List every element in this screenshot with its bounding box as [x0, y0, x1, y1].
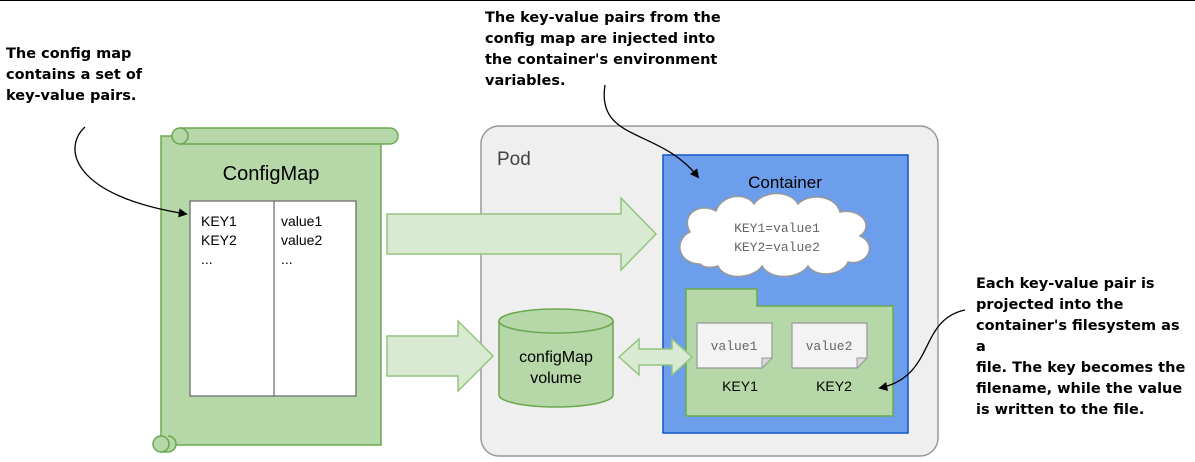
configmap-key: ...: [201, 251, 213, 267]
configmap-title: ConfigMap: [223, 163, 320, 185]
configmap-key: KEY2: [201, 232, 237, 248]
env-injection-arrow: [386, 196, 658, 272]
file-key2: value2 KEY2: [791, 322, 869, 394]
annotation-config-map: The config map contains a set of key-val…: [6, 46, 143, 104]
env-var-line-1: KEY1=value1: [734, 221, 820, 236]
callout-arrow-env: [603, 84, 700, 179]
annotation-file-projection: Each key-value pair is projected into th…: [976, 276, 1186, 418]
file-name: KEY2: [816, 378, 852, 394]
folder-icon: [685, 288, 894, 417]
configmap-key: KEY1: [201, 213, 237, 229]
container-label: Container: [748, 173, 822, 192]
callout-arrow-file: [878, 309, 966, 391]
file-key1: value1 KEY1: [696, 322, 774, 394]
volume-arrow: [386, 319, 495, 393]
volume-mount-double-arrow: [617, 337, 694, 377]
pod-label: Pod: [497, 149, 531, 170]
configmap-table: [189, 200, 357, 397]
configmap-volume-cylinder: configMap volume: [498, 308, 614, 408]
file-name: KEY1: [722, 378, 758, 394]
volume-label-line-1: configMap: [519, 349, 593, 366]
configmap-value: value2: [281, 232, 322, 248]
file-content: value1: [711, 339, 758, 354]
file-content: value2: [806, 339, 853, 354]
annotation-env-injection: The key-value pairs from the config map …: [485, 10, 721, 89]
top-border-line: [0, 0, 1195, 1]
configmap-scroll: ConfigMap KEY1 KEY2 ... value1 value2 ..…: [152, 127, 399, 453]
env-var-line-2: KEY2=value2: [734, 240, 820, 255]
env-vars-cloud: KEY1=value1 KEY2=value2: [679, 192, 871, 278]
volume-label-line-2: volume: [530, 370, 582, 387]
configmap-value: ...: [281, 251, 293, 267]
configmap-value: value1: [281, 213, 322, 229]
callout-arrow-configmap: [74, 126, 188, 218]
